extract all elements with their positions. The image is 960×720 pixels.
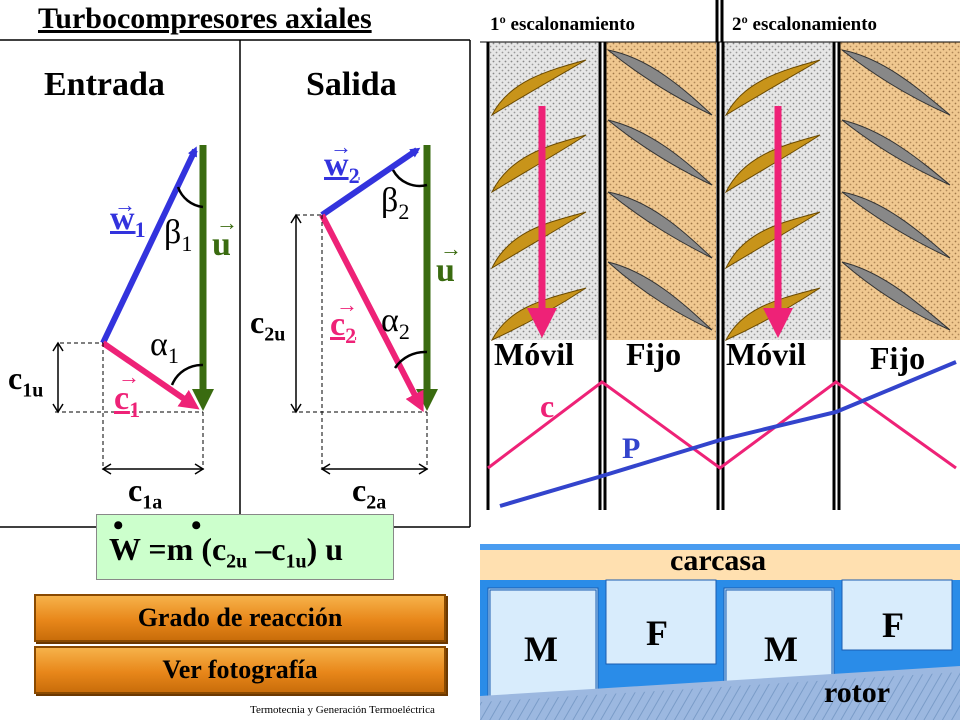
rotor-label: rotor [824,676,891,709]
beta1-arc [176,186,204,209]
beta2-arc [391,169,428,188]
page-title: Turbocompresores axiales [38,2,372,35]
stage-diagram [480,0,960,510]
movil1-label: Móvil [494,336,574,372]
w2-label: w2 [324,146,360,188]
u2-label: u [436,252,455,289]
p-line-label: P [622,432,641,465]
footer-text: Termotecnia y Generación Termoeléctrica [250,704,435,716]
w2-vector [320,147,421,218]
c2a-label: c2a [352,472,387,514]
carcasa-band [480,550,960,580]
fixed-blades-2 [841,49,951,331]
c1-label: c1 [114,380,141,422]
fixed-blades-1 [607,49,713,331]
carcasa-label: carcasa [670,544,767,577]
beta2-label: β2 [381,182,410,224]
alpha2-label: α2 [381,302,410,344]
work-formula: • • W =m (c2u –c1u) u [96,509,394,580]
carcasa-top-line [480,544,960,550]
movil2-label: Móvil [726,336,806,372]
c2-arrow: → [336,292,358,317]
m1-label: M [524,629,558,669]
f2-label: F [882,605,904,645]
alpha1-arc [170,363,204,386]
w1-label: w1 [110,200,146,242]
salida-label: Salida [306,66,397,103]
w-dot: • [113,509,124,542]
grado-reaccion-button[interactable]: Grado de reacción [34,594,446,642]
u1-label: u [212,226,231,263]
c1u-label: c1u [8,360,44,402]
beta1-label: β1 [164,214,193,256]
m-dot: • [191,509,202,542]
w1-arrow: → [114,192,136,217]
fijo1-label: Fijo [626,336,682,372]
c1-arrow: → [118,364,140,389]
c1a-label: c1a [128,472,163,514]
alpha2-arc [393,350,428,369]
stage2-label: 2º escalonamiento [732,14,878,35]
m2-label: M [764,629,798,669]
stage-separators [486,42,841,510]
w2-arrow: → [330,134,352,159]
ver-fotografia-button[interactable]: Ver fotografía [34,646,446,694]
w1-vector [100,146,198,345]
stage1-label: 1º escalonamiento [490,14,636,35]
u2-arrow: → [440,236,462,261]
u1-arrow: → [216,210,238,235]
entrada-label: Entrada [44,66,165,103]
c2-label: c2 [330,306,357,348]
formula-text: W =m (c2u –c1u) u [109,531,344,573]
compressor-section [480,544,960,720]
p-pressure-line [499,360,957,508]
c1-vector [101,340,200,410]
c2u-label: c2u [250,304,286,346]
alpha1-label: α1 [150,326,179,368]
c-velocity-line [487,380,957,470]
fijo2-label: Fijo [870,340,926,376]
c2-vector [319,213,424,413]
f1-label: F [646,613,668,653]
c-line-label: c [540,388,555,424]
